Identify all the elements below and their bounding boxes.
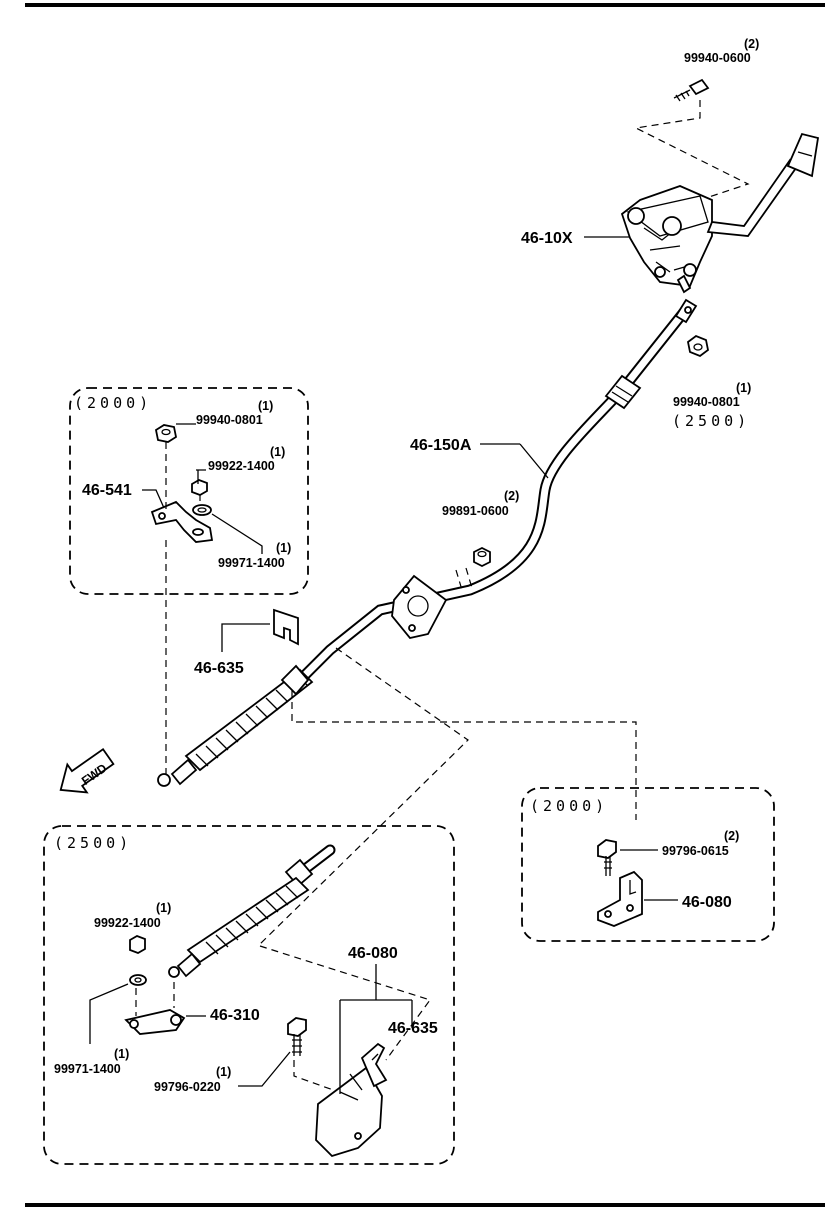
bottom-rule xyxy=(25,1203,825,1207)
bolt-top-code: 99940-0600 xyxy=(684,51,751,65)
shifter-code: 46-10X xyxy=(521,230,573,247)
b-nut-icon xyxy=(129,935,146,954)
b-clip-code: 99971-1400 xyxy=(54,1062,121,1076)
b-nut-code: 99922-1400 xyxy=(94,916,161,930)
b-bolt-icon xyxy=(287,1017,307,1056)
group-2500-bottom: (2500) xyxy=(54,834,132,852)
nut-top-icon xyxy=(687,334,709,358)
bolt-top-qty: (2) xyxy=(744,37,759,51)
group-2500-top: (2500) xyxy=(672,412,750,430)
fwd-arrow-icon xyxy=(59,748,115,794)
left-lever-code: 46-541 xyxy=(82,482,132,499)
b-clip-plate-icon xyxy=(360,1042,388,1088)
right-bolt-icon xyxy=(597,839,617,876)
left-clip-icon xyxy=(192,504,212,516)
top-rule xyxy=(25,3,825,7)
b-clip-icon xyxy=(129,974,147,986)
right-bolt-code: 99796-0615 xyxy=(662,844,729,858)
left-clip-qty: (1) xyxy=(276,541,291,555)
b-clip-plate-code: 46-635 xyxy=(388,1020,438,1037)
left-clip-code: 99971-1400 xyxy=(218,556,285,570)
group-2000-right: (2000) xyxy=(530,797,608,815)
shifter-assembly xyxy=(620,78,820,294)
nut-mid-icon xyxy=(473,546,491,568)
group-box-2000-right xyxy=(521,787,775,942)
right-bracket-icon xyxy=(597,870,643,927)
cable-assembly xyxy=(157,298,698,787)
nut-top-code: 99940-0801 xyxy=(673,395,740,409)
bolt-top-icon xyxy=(673,78,710,102)
left-nut-b-icon xyxy=(191,479,208,496)
left-nut-a-qty: (1) xyxy=(258,399,273,413)
group-box-2500-bottom xyxy=(43,825,455,1165)
clip-plate-icon xyxy=(273,608,299,646)
nut-mid-code: 99891-0600 xyxy=(442,504,509,518)
left-nut-a-icon xyxy=(154,424,178,443)
nut-top-qty: (1) xyxy=(736,381,751,395)
group-2000-left: (2000) xyxy=(74,394,152,412)
nut-mid-qty: (2) xyxy=(504,489,519,503)
left-nut-b-code: 99922-1400 xyxy=(208,459,275,473)
right-bracket-code: 46-080 xyxy=(682,894,732,911)
cable-bellows xyxy=(157,664,314,787)
right-bolt-qty: (2) xyxy=(724,829,739,843)
left-nut-b-qty: (1) xyxy=(270,445,285,459)
b-bolt-code: 99796-0220 xyxy=(154,1080,221,1094)
b-lever-icon xyxy=(124,1009,186,1035)
b-nut-qty: (1) xyxy=(156,901,171,915)
clip-plate-code: 46-635 xyxy=(194,660,244,677)
group-box-2000-left xyxy=(69,387,309,595)
b-bolt-qty: (1) xyxy=(216,1065,231,1079)
b-bracket-icon xyxy=(315,1066,383,1158)
b-clip-qty: (1) xyxy=(114,1047,129,1061)
bottom-cable-assembly xyxy=(168,844,336,978)
cable-code: 46-150A xyxy=(410,437,472,454)
b-lever-code: 46-310 xyxy=(210,1007,260,1024)
left-nut-a-code: 99940-0801 xyxy=(196,413,263,427)
b-bracket-code: 46-080 xyxy=(348,945,398,962)
left-lever-icon xyxy=(150,500,214,543)
